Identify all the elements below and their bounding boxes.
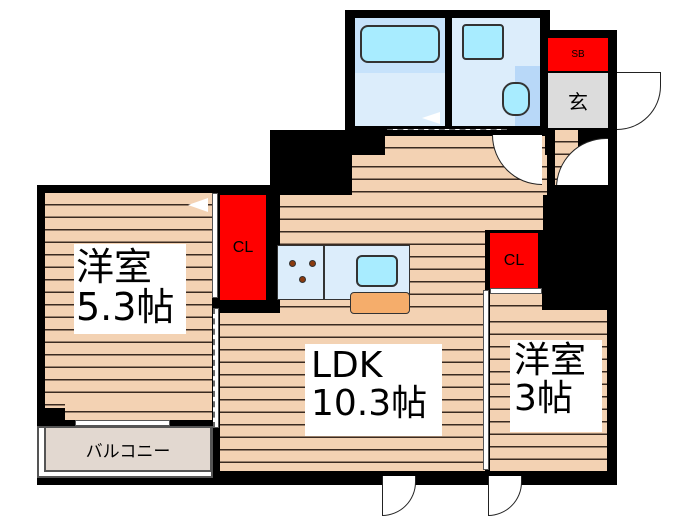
- door-arrow-icon: [188, 198, 208, 212]
- ldk-bottom-door[interactable]: [382, 476, 416, 516]
- shoe-box-label: SB: [571, 49, 585, 60]
- washbasin-icon: [462, 24, 504, 60]
- balcony: バルコニー: [44, 426, 212, 472]
- stove-burner-icon: [289, 260, 296, 267]
- counter-board: [350, 292, 410, 314]
- stove-burner-icon: [299, 276, 306, 283]
- toilet-sink-icon: [502, 82, 530, 116]
- closet-1-label: CL: [232, 238, 254, 256]
- bathroom-door-arrow-icon: [422, 112, 440, 124]
- ldk-label: LDK 10.3帖: [305, 344, 442, 436]
- entrance-door[interactable]: [617, 72, 661, 130]
- ldk-name: LDK: [311, 345, 383, 386]
- closet-2-label: CL: [503, 251, 525, 269]
- closet-1: CL: [220, 195, 266, 300]
- entrance: 玄: [548, 73, 608, 128]
- ldk-size: 10.3帖: [311, 382, 428, 424]
- western-room-1-name: 洋室: [76, 245, 153, 289]
- western-room-1-label: 洋室 5.3帖: [74, 244, 186, 334]
- kitchen-sink-icon: [356, 255, 398, 287]
- western-room-2-size: 3帖: [514, 377, 573, 419]
- balcony-label: バルコニー: [85, 441, 171, 462]
- western-room-1-size: 5.3帖: [76, 284, 175, 329]
- room-2-sliding-door[interactable]: [483, 290, 489, 470]
- balcony-window[interactable]: [75, 420, 170, 426]
- closet-1-door[interactable]: [212, 193, 218, 298]
- western-room-2-name: 洋室: [514, 340, 587, 381]
- stove-divider: [323, 245, 325, 300]
- closet-2-door[interactable]: [490, 288, 542, 294]
- western-room-1-floor-lower: [65, 400, 212, 420]
- room-1-sliding-door[interactable]: [213, 308, 219, 428]
- western-room-2-floor: [490, 294, 542, 312]
- shoe-box: SB: [548, 38, 608, 71]
- room-2-bottom-door[interactable]: [488, 476, 522, 516]
- entrance-label: 玄: [568, 90, 588, 114]
- ldk-floor-right: [485, 195, 543, 230]
- western-room-2-label: 洋室 3帖: [510, 340, 602, 432]
- closet-2: CL: [490, 233, 538, 288]
- stove-burner-icon: [309, 260, 316, 267]
- bathtub-icon: [360, 25, 440, 63]
